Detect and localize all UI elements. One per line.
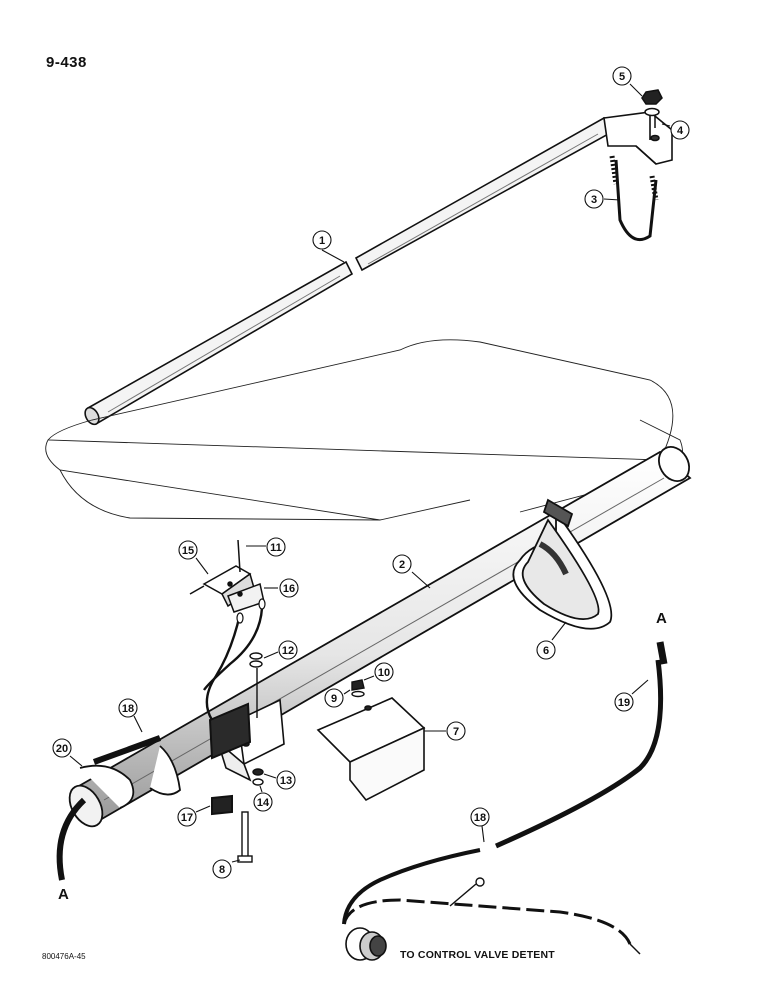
- callout-17: 17: [181, 812, 193, 824]
- callouts: 1 2 3 4 5 6 7 8 9 10 11 12 13: [52, 66, 690, 879]
- switch-wires: [203, 598, 266, 721]
- bracket-plate: [316, 697, 426, 802]
- strap-clamp: [512, 498, 613, 630]
- right-harness: [342, 641, 668, 955]
- upper-rod: [84, 116, 614, 426]
- connector-label-bottom: A: [58, 886, 69, 903]
- page-number: 9-438: [46, 54, 87, 71]
- callout-18: 18: [122, 703, 134, 715]
- callout-3: 3: [591, 194, 597, 206]
- hose-clamp-left: [79, 745, 181, 809]
- connector-plug: [345, 927, 387, 961]
- switch-assembly: [189, 539, 265, 613]
- callout-18b: 18: [474, 812, 486, 824]
- callout-11: 11: [270, 542, 282, 554]
- bolt-set: [237, 652, 365, 863]
- callout-9: 9: [331, 693, 337, 705]
- callout-6: 6: [543, 645, 549, 657]
- callout-8: 8: [219, 864, 225, 876]
- callout-12: 12: [282, 645, 294, 657]
- document-code: 800476A-45: [42, 952, 86, 961]
- callout-5: 5: [619, 71, 625, 83]
- callout-4: 4: [677, 125, 684, 137]
- left-harness: [56, 735, 162, 881]
- harness-coil: [208, 702, 252, 816]
- callout-10: 10: [378, 667, 390, 679]
- callout-16: 16: [283, 583, 295, 595]
- callout-13: 13: [280, 775, 292, 787]
- nut-washer: [641, 89, 663, 128]
- connector-label-top: A: [656, 610, 667, 627]
- callout-20: 20: [56, 743, 68, 755]
- callout-19: 19: [618, 697, 630, 709]
- callout-14: 14: [257, 797, 270, 809]
- callout-7: 7: [453, 726, 459, 738]
- control-valve-note: TO CONTROL VALVE DETENT: [400, 949, 555, 961]
- callout-2: 2: [399, 559, 405, 571]
- callout-1: 1: [319, 235, 325, 247]
- callout-15: 15: [182, 545, 194, 557]
- u-bolt: [609, 155, 659, 241]
